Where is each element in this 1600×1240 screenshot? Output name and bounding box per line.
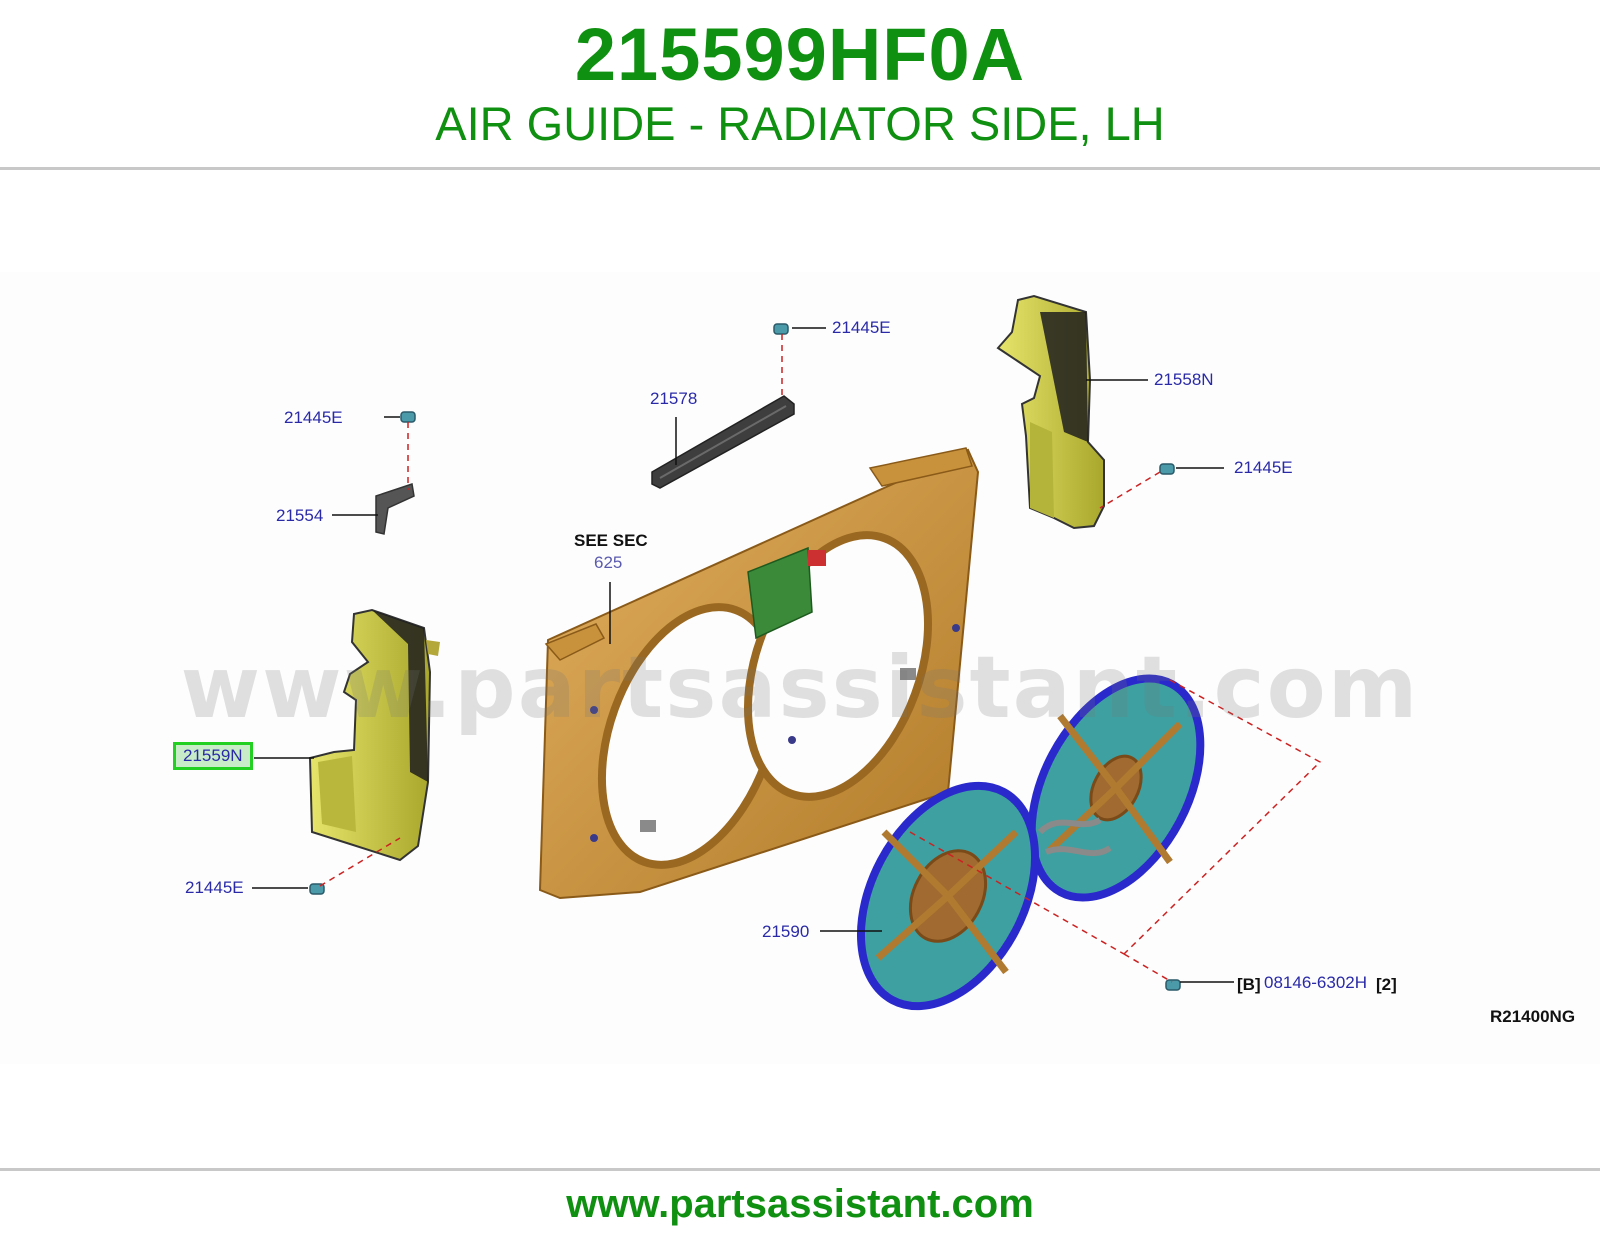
leader-lines xyxy=(252,327,1234,983)
callout-21558n[interactable]: 21558N xyxy=(1154,370,1214,389)
footer-url-link[interactable]: www.partsassistant.com xyxy=(566,1182,1034,1226)
bolt-prefix-label: [B] xyxy=(1237,975,1261,994)
parts-diagram: www.partsassistant.com 21445E 21578 2155… xyxy=(0,272,1600,1064)
clip-fasteners xyxy=(309,323,1181,991)
callout-21590[interactable]: 21590 xyxy=(762,922,810,941)
air-guide-rh-part xyxy=(996,294,1105,530)
callout-21445e-left-lower[interactable]: 21445E xyxy=(185,878,244,897)
header-divider xyxy=(0,167,1600,170)
callout-08146-6302h[interactable]: 08146-6302H xyxy=(1264,973,1368,992)
part-description: AIR GUIDE - RADIATOR SIDE, LH xyxy=(435,97,1165,150)
callout-21445e-right[interactable]: 21445E xyxy=(1234,458,1293,477)
callout-21445e-top[interactable]: 21445E xyxy=(832,318,891,337)
bolt-qty-label: [2] xyxy=(1376,975,1397,994)
installation-lines xyxy=(319,334,1322,983)
radiator-core-support xyxy=(538,447,980,900)
fan-assembly-part xyxy=(856,674,1205,1011)
callout-21445e-left-upper[interactable]: 21445E xyxy=(284,408,343,427)
callout-21578[interactable]: 21578 xyxy=(650,389,698,408)
air-guide-lh-part xyxy=(308,608,440,862)
diagram-code: R21400NG xyxy=(1490,1007,1576,1026)
part-number-title: 215599HF0A xyxy=(574,13,1026,96)
seal-bar-part xyxy=(651,395,795,489)
see-sec-label: SEE SEC xyxy=(574,531,648,550)
watermark-text: www.partsassistant.com xyxy=(180,638,1420,738)
footer-divider xyxy=(0,1168,1600,1171)
callout-21554[interactable]: 21554 xyxy=(276,506,324,525)
callout-21559n-highlighted[interactable]: 21559N xyxy=(173,742,253,770)
callout-see-sec-625[interactable]: 625 xyxy=(594,553,623,572)
bracket-part xyxy=(375,483,415,535)
header: 215599HF0A AIR GUIDE - RADIATOR SIDE, LH xyxy=(0,0,1600,168)
parts-diagram-art xyxy=(252,294,1322,1011)
